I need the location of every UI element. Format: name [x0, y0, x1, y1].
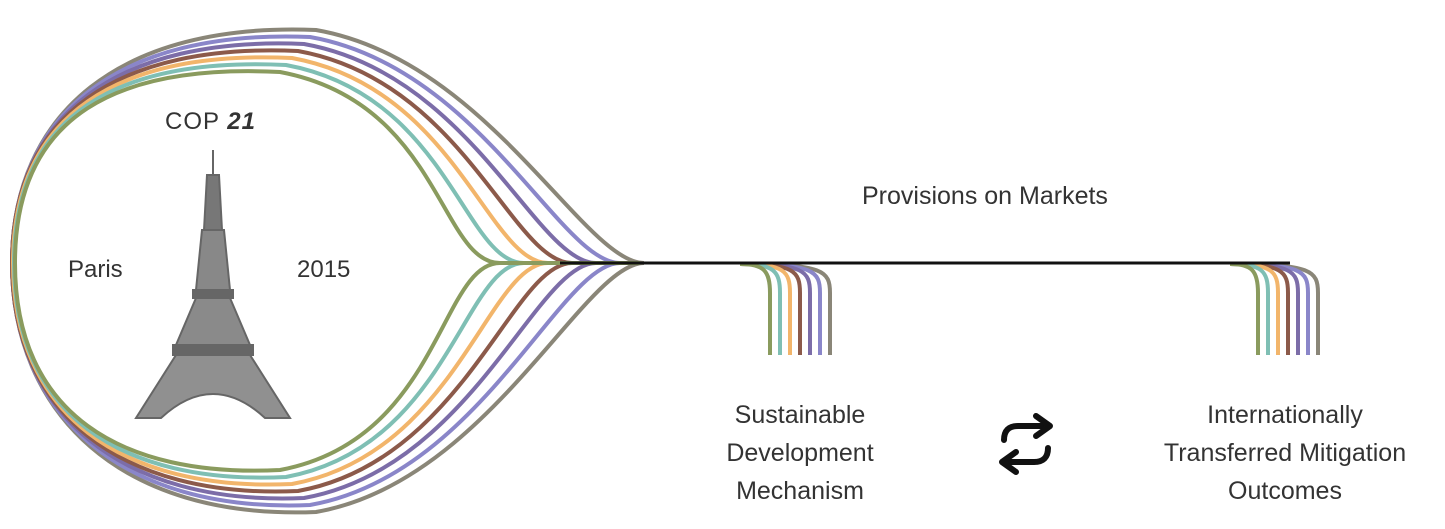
strand-sdm-0: [739, 262, 772, 355]
strand-branch-group: [739, 262, 1320, 355]
exchange-arrows-icon: [999, 413, 1053, 475]
year-label: 2015: [297, 256, 351, 283]
strand-itmo-1: [1229, 262, 1270, 355]
provisions-label: Provisions on Markets: [862, 182, 1108, 210]
cop-number: 21: [227, 108, 256, 135]
strand-sdm-2: [739, 262, 792, 355]
itmo-label: Internationally Transferred Mitigation O…: [1130, 396, 1440, 510]
eiffel-tower-icon: [134, 150, 292, 419]
strand-sdm-1: [739, 262, 782, 355]
strand-loop-group: [9, 27, 645, 515]
sdm-label: Sustainable Development Mechanism: [690, 396, 910, 510]
city-label: Paris: [68, 256, 123, 283]
itmo-line-1: Internationally: [1207, 401, 1363, 429]
itmo-line-2: Transferred Mitigation: [1163, 439, 1407, 467]
sdm-line-2: Development: [726, 439, 874, 467]
sdm-line-3: Mechanism: [736, 477, 864, 505]
strand-itmo-2: [1229, 262, 1280, 355]
sdm-line-1: Sustainable: [734, 401, 866, 429]
itmo-line-3: Outcomes: [1228, 477, 1342, 505]
cop-prefix: COP: [165, 108, 220, 135]
strand-itmo-0: [1229, 262, 1260, 355]
cop21-title: COP 21: [165, 108, 256, 136]
strand-loop-0: [12, 69, 640, 473]
